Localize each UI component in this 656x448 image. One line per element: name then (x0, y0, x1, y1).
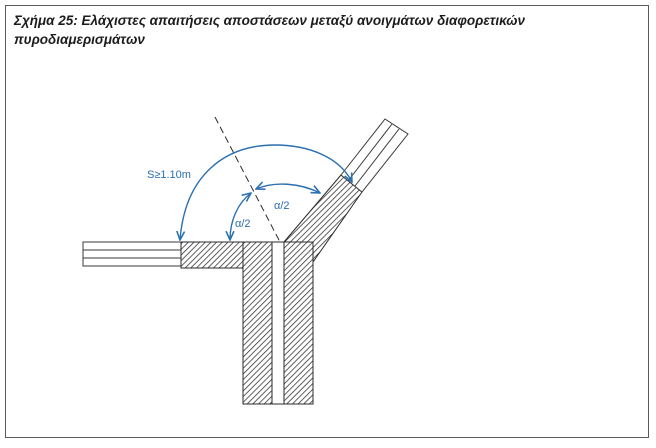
distance-arc (180, 144, 352, 240)
left-vertical-wall (242, 241, 273, 405)
right-opening (340, 118, 409, 193)
caption-line-1: Σχήμα 25: Ελάχιστες απαιτήσεις αποστάσεω… (14, 13, 525, 28)
left-opening (82, 241, 182, 267)
distance-label: S≥1.10m (147, 169, 191, 181)
separation-gap (271, 241, 285, 405)
half-angle-label-right: α/2 (274, 200, 290, 212)
half-angle-arc-right (256, 184, 320, 193)
figure-caption: Σχήμα 25: Ελάχιστες απαιτήσεις αποστάσεω… (14, 11, 614, 49)
right-vertical-wall (283, 241, 314, 405)
caption-line-2: πυροδιαμερισμάτων (14, 32, 145, 47)
half-angle-label-left: α/2 (235, 218, 251, 230)
half-angle-arc-left (230, 193, 251, 240)
